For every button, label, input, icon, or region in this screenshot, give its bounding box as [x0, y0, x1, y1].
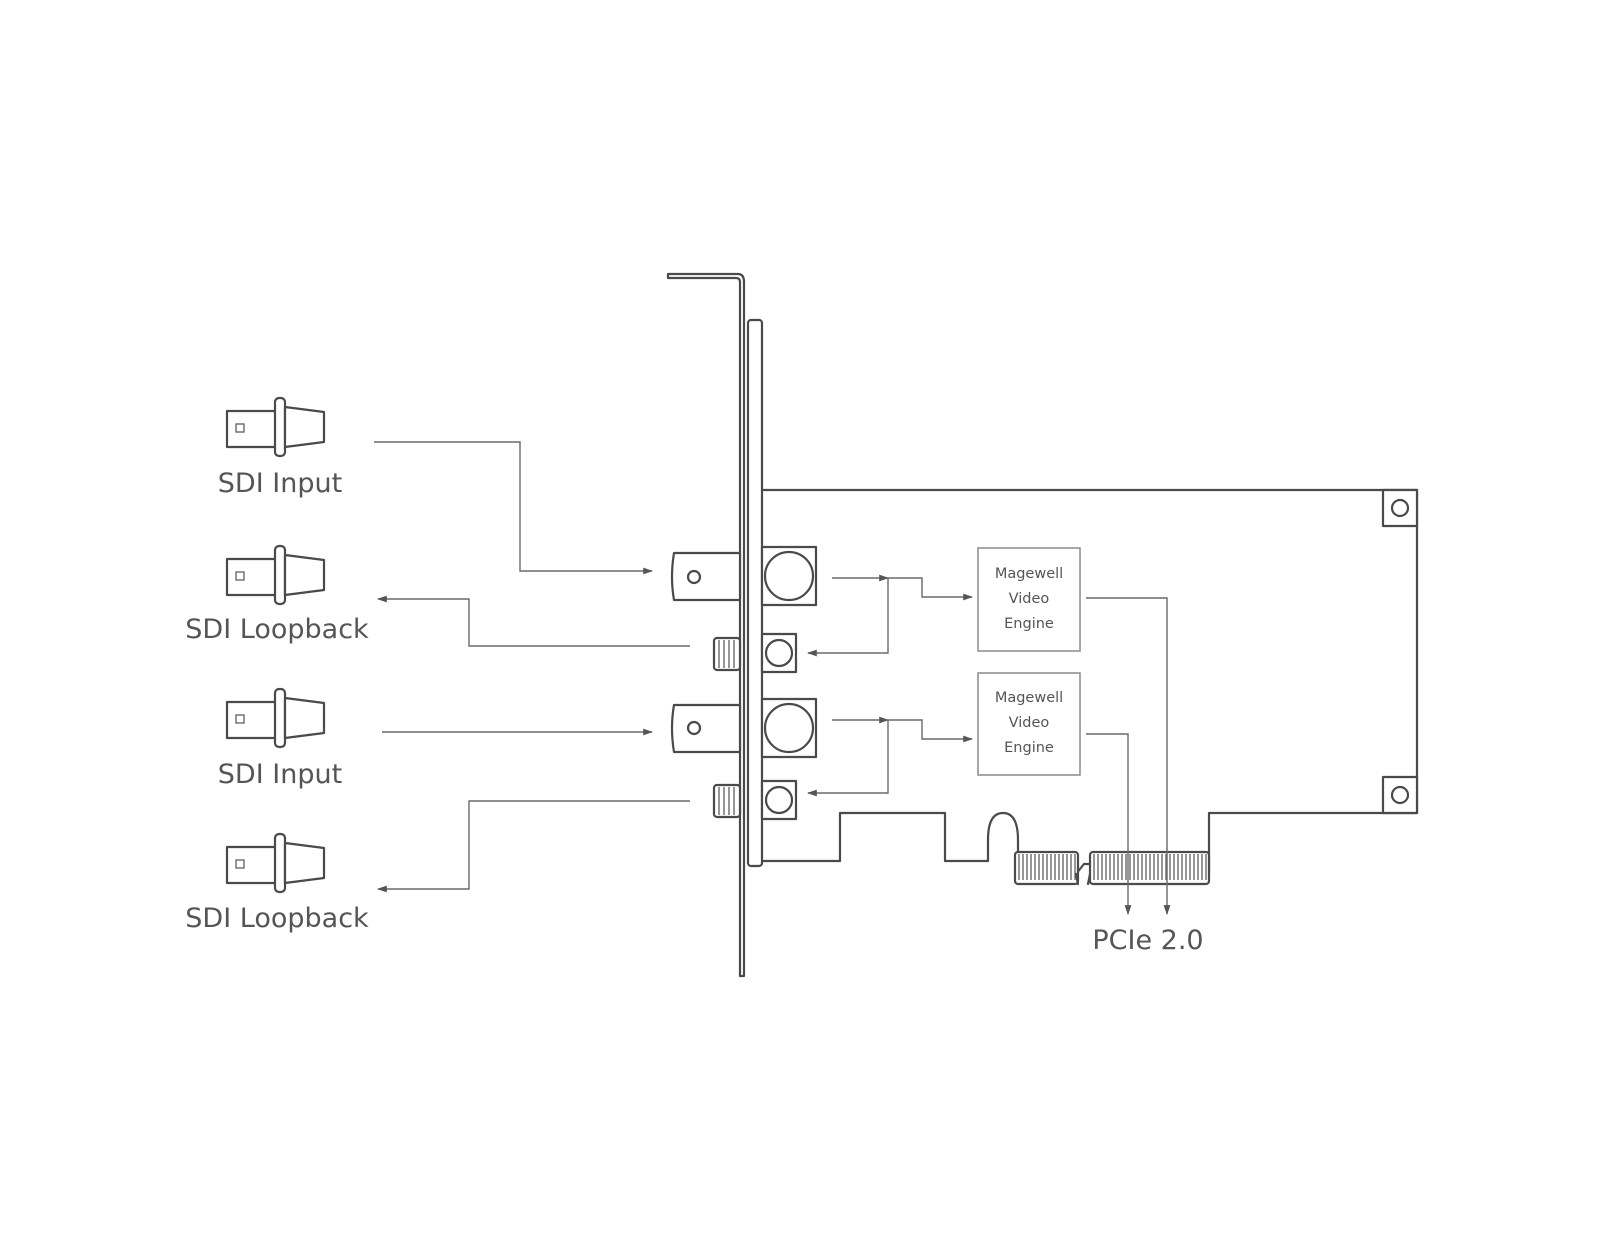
bnc-port-2: [670, 697, 818, 759]
pcb-board: [760, 488, 1419, 876]
sdi-input-label-1: SDI Input: [218, 468, 342, 499]
card-bracket: [666, 272, 764, 978]
sdi-loopback-label-1: SDI Loopback: [185, 614, 369, 645]
micro-bnc-port-2: [712, 779, 798, 821]
micro-bnc-port-1: [712, 632, 798, 674]
video-engine-2: Magewell Video Engine: [977, 672, 1081, 776]
bnc-cable-icon-1: [225, 396, 326, 458]
sdi-input-label-2: SDI Input: [218, 759, 342, 790]
svg-text:Magewell: Magewell: [995, 566, 1063, 582]
mounting-hole-top: [1381, 488, 1419, 528]
svg-text:Engine: Engine: [1004, 616, 1054, 632]
svg-text:Video: Video: [1009, 591, 1050, 607]
signal-lines: [374, 441, 1171, 915]
bnc-cable-icon-3: [225, 687, 326, 749]
sdi-loopback-label-2: SDI Loopback: [185, 903, 369, 934]
video-engine-1: Magewell Video Engine: [977, 547, 1081, 652]
pcie-label: PCIe 2.0: [1092, 925, 1203, 956]
pcie-fingers-right: [1088, 850, 1211, 886]
svg-text:Engine: Engine: [1004, 740, 1054, 756]
svg-text:Magewell: Magewell: [995, 690, 1063, 706]
bnc-cable-icon-4: [225, 832, 326, 894]
bnc-cable-icon-2: [225, 544, 326, 606]
mounting-hole-bottom: [1381, 775, 1419, 815]
pcie-fingers-left: [1013, 850, 1080, 886]
svg-text:Video: Video: [1009, 715, 1050, 731]
bnc-port-1: [670, 545, 818, 607]
